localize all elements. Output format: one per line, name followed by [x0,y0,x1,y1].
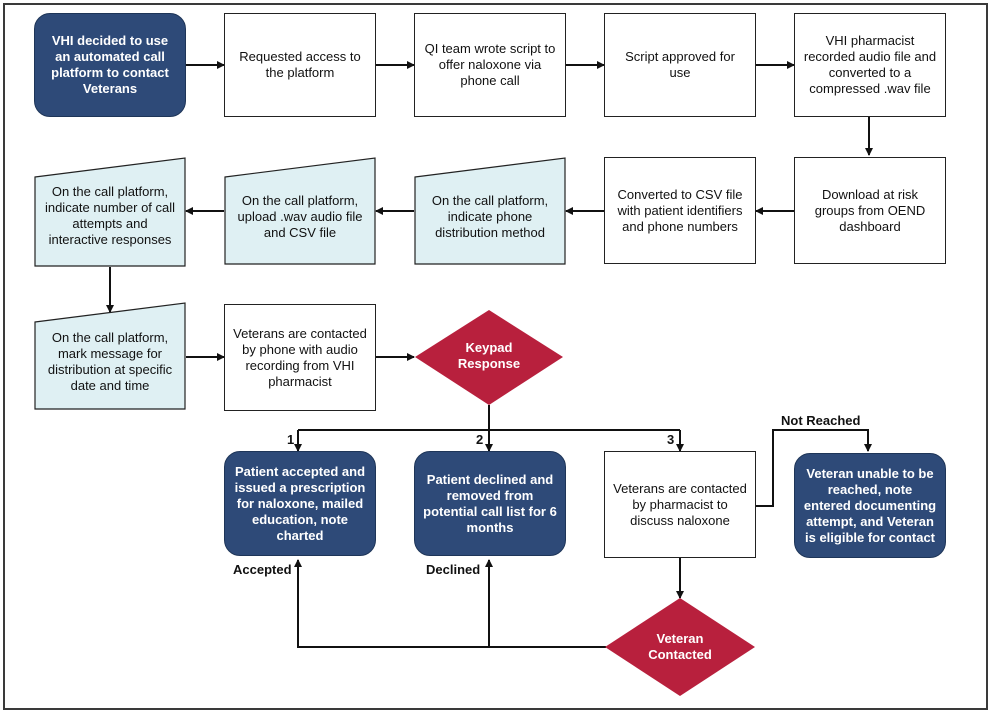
arrow-contacted-to-accepted [294,559,606,648]
diagram-frame [3,3,988,710]
download-groups-node: Download at risk groups from OEND dashbo… [794,157,946,264]
script-approved-node: Script approved for use [604,13,756,117]
requested-access-node: Requested access to the platform [224,13,376,117]
indicate-distribution-text: On the call platform, indicate phone dis… [431,193,549,240]
veterans-contacted-phone-node: Veterans are contacted by phone with aud… [224,304,376,411]
pharmacist-recorded-node: VHI pharmacist recorded audio file and c… [794,13,946,117]
manual-input-shape [414,157,566,265]
veterans-contacted-phone-text: Veterans are contacted by phone with aud… [233,325,367,389]
veteran-contacted-diamond [605,598,755,696]
option-1-label: 1 [287,432,295,447]
converted-csv-node: Converted to CSV file with patient ident… [604,157,756,264]
qi-script-text: QI team wrote script to offer naloxone v… [424,41,556,88]
pharmacist-recorded-text: VHI pharmacist recorded audio file and c… [803,33,937,96]
requested-access-text: Requested access to the platform [239,49,361,80]
veteran-unable-text: Veteran unable to be reached, note enter… [803,465,937,545]
veterans-contacted-pharmacist-text: Veterans are contacted by pharmacist to … [613,480,747,528]
indicate-attempts-text: On the call platform, indicate number of… [44,184,176,247]
veteran-unable-node: Veteran unable to be reached, note enter… [794,453,946,558]
manual-input-shape [224,157,376,265]
veteran-contacted-label: Veteran Contacted [648,631,712,662]
option-2-label: 2 [476,432,484,447]
script-approved-text: Script approved for use [625,49,735,80]
keypad-response-label: Keypad Response [457,340,521,371]
not-reached-label: Not Reached [781,413,861,428]
veterans-contacted-pharmacist-node: Veterans are contacted by pharmacist to … [604,451,756,558]
accepted-label: Accepted [233,562,292,577]
indicate-distribution-node: On the call platform, indicate phone dis… [414,157,566,265]
vhi-decided-text: VHI decided to use an automated call pla… [51,33,169,96]
vhi-decided-node: VHI decided to use an automated call pla… [34,13,186,117]
upload-wav-node: On the call platform, upload .wav audio … [224,157,376,265]
option-3-label: 3 [667,432,675,447]
declined-label: Declined [426,562,481,577]
qi-script-node: QI team wrote script to offer naloxone v… [414,13,566,117]
arrow-not-reached [756,429,872,507]
upload-wav-text: On the call platform, upload .wav audio … [237,193,363,240]
patient-declined-node: Patient declined and removed from potent… [414,451,566,556]
patient-accepted-text: Patient accepted and issued a prescripti… [234,463,366,543]
indicate-attempts-node: On the call platform, indicate number of… [34,157,186,267]
manual-input-shape [34,157,186,267]
converted-csv-text: Converted to CSV file with patient ident… [617,186,743,234]
mark-message-text: On the call platform, mark message for d… [47,330,173,393]
download-groups-text: Download at risk groups from OEND dashbo… [814,186,926,234]
manual-input-shape [34,302,186,410]
keypad-response-diamond [415,310,563,405]
patient-accepted-node: Patient accepted and issued a prescripti… [224,451,376,556]
patient-declined-text: Patient declined and removed from potent… [423,471,557,535]
mark-message-node: On the call platform, mark message for d… [34,302,186,410]
